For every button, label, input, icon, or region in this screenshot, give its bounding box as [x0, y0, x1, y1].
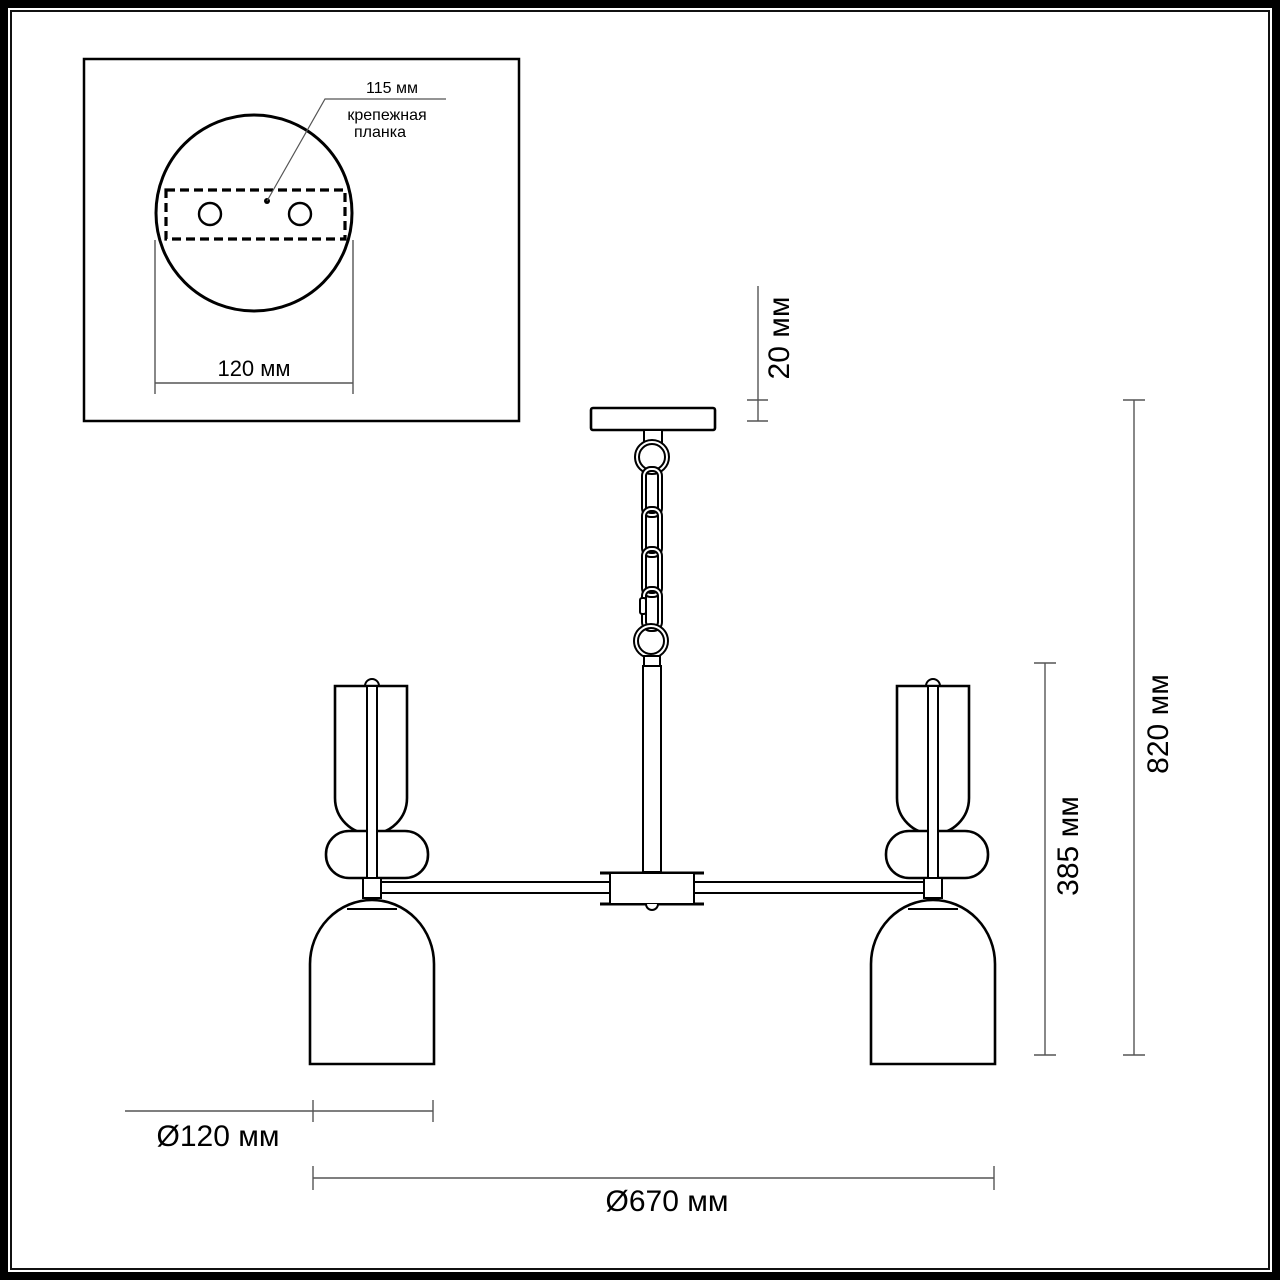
mounting-bar-dashed: [164, 188, 347, 241]
rod-cap: [643, 655, 661, 667]
dimension-canopy-thickness: 20 мм: [747, 286, 796, 422]
ceiling-canopy: [589, 406, 717, 432]
canopy-diameter-label: 120 мм: [217, 356, 290, 381]
right-lower-shade: [869, 898, 997, 1066]
right-lamp-stem: [927, 685, 939, 880]
dimension-overall-diameter: Ø670 мм: [312, 1166, 995, 1218]
hub-finial: [645, 903, 659, 911]
canopy-thickness-label: 20 мм: [763, 297, 796, 380]
inner-border-frame: [10, 10, 1270, 1270]
arms-and-hub: [378, 871, 926, 911]
shade-diameter-label: Ø120 мм: [157, 1120, 280, 1153]
leader-caption-line1: крепежная: [347, 107, 426, 124]
screw-hole-left: [197, 201, 223, 227]
left-lower-shade: [308, 898, 436, 1066]
left-lamp: [308, 678, 436, 1066]
leader-caption-line2: планка: [354, 124, 406, 141]
overall-diameter-label: Ø670 мм: [606, 1185, 729, 1218]
screw-hole-right: [287, 201, 313, 227]
left-socket: [362, 877, 382, 899]
dimension-lamp-height: 385 мм: [1034, 662, 1085, 1056]
center-rod: [642, 665, 662, 873]
mounting-inset: 115 мм крепежная планка 120 мм: [82, 57, 521, 423]
right-arm: [692, 881, 926, 894]
chain-clip: [639, 597, 647, 615]
right-lamp: [869, 678, 997, 1066]
right-socket: [923, 877, 943, 899]
leader-dimension-label: 115 мм: [366, 80, 418, 97]
leader-line: [266, 98, 446, 202]
left-lamp-stem: [366, 685, 378, 880]
center-hub: [609, 872, 695, 905]
dimension-shade-diameter: Ø120 мм: [125, 1100, 434, 1153]
canopy-circle: [154, 113, 354, 313]
left-arm: [378, 881, 612, 894]
lamp-height-label: 385 мм: [1052, 796, 1085, 896]
dimension-total-height: 820 мм: [1123, 399, 1175, 1056]
canopy-and-chain: [589, 406, 717, 873]
total-height-label: 820 мм: [1142, 674, 1175, 774]
